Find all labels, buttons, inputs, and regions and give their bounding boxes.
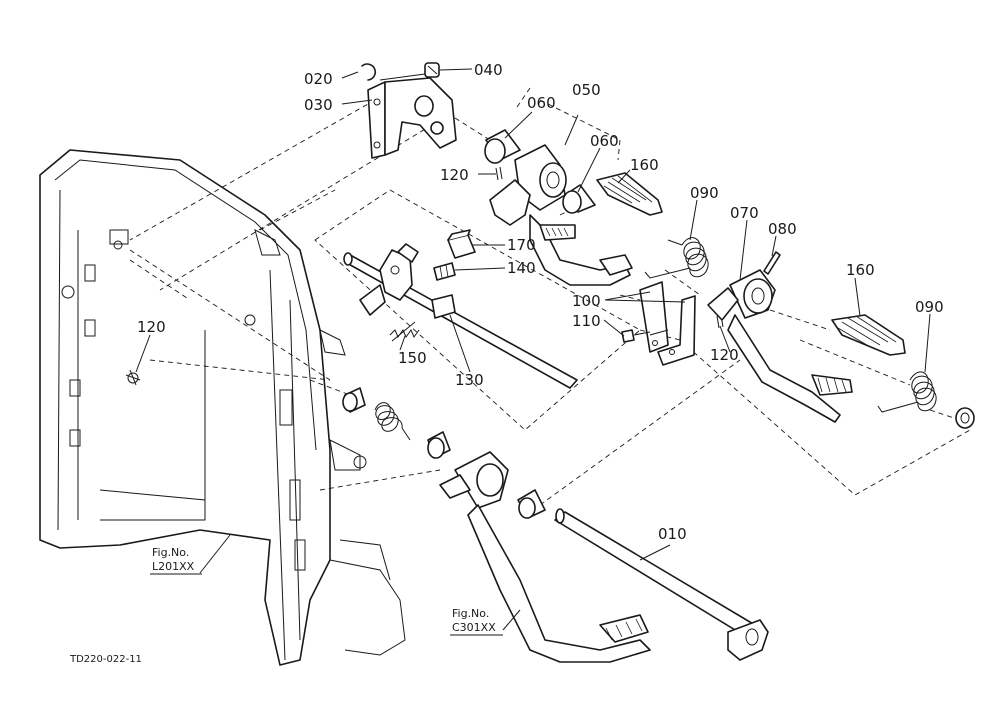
callout-130: 130: [455, 371, 484, 389]
part-060-bushing-b: [562, 184, 596, 214]
callout-120-b: 120: [710, 346, 739, 364]
callout-090-b: 090: [915, 298, 944, 316]
leader-lines: [135, 68, 931, 631]
callout-170: 170: [507, 236, 536, 254]
part-150-spring: [389, 321, 420, 342]
part-130-cross-shaft: [343, 243, 578, 389]
part-140-bolt: [433, 262, 456, 281]
figure-ref-left: Fig.No. L201XX: [150, 546, 202, 575]
part-110-bolt: [621, 329, 651, 343]
part-030-bracket: [367, 77, 457, 159]
callout-080: 080: [768, 220, 797, 238]
bushing-right: [955, 407, 975, 429]
drawing-code: TD220-022-11: [69, 654, 142, 665]
callout-160-b: 160: [846, 261, 875, 279]
part-160-pedal-pad-a: [596, 172, 663, 216]
part-090-spring-a: [644, 237, 709, 279]
part-010-shaft: [554, 508, 769, 661]
lower-shaft-components: [342, 387, 546, 519]
part-120-pin-a: [495, 166, 503, 181]
part-170-stopper: [447, 229, 476, 259]
lower-pedal: [439, 451, 651, 663]
callout-060-a: 060: [527, 94, 556, 112]
callout-140: 140: [507, 259, 536, 277]
callout-030: 030: [304, 96, 333, 114]
frame-panel: [39, 149, 406, 666]
callout-120-a: 120: [440, 166, 469, 184]
figure-ref-bottom-code: C301XX: [452, 621, 496, 634]
figure-ref-bottom: Fig.No. C301XX: [450, 607, 503, 636]
callout-040: 040: [474, 61, 503, 79]
part-100-bracket: [639, 281, 696, 366]
part-060-bushing-a: [484, 129, 521, 164]
callout-120-c: 120: [137, 318, 166, 336]
figure-ref-left-code: L201XX: [152, 560, 195, 573]
callout-160-a: 160: [630, 156, 659, 174]
figure-ref-bottom-label: Fig.No.: [452, 607, 489, 620]
callout-020: 020: [304, 70, 333, 88]
callout-110: 110: [572, 312, 601, 330]
part-090-spring-b: [877, 371, 937, 413]
part-040-grease-nipple: [379, 62, 440, 81]
callout-090-a: 090: [690, 184, 719, 202]
callout-labels: 020 030 040 050 060 060 120 160 090 070 …: [137, 61, 944, 543]
part-020-snap-ring: [361, 63, 377, 81]
callout-010: 010: [658, 525, 687, 543]
callout-060-b: 060: [590, 132, 619, 150]
figure-ref-left-label: Fig.No.: [152, 546, 189, 559]
part-120-pin-c: [125, 369, 141, 386]
callout-100: 100: [572, 292, 601, 310]
part-160-pedal-pad-b: [831, 314, 906, 356]
part-050-pedal-arm: [489, 144, 633, 286]
callout-150: 150: [398, 349, 427, 367]
callout-070: 070: [730, 204, 759, 222]
part-070-pedal-arm: [707, 269, 853, 423]
part-080-pin: [763, 251, 781, 275]
callout-050: 050: [572, 81, 601, 99]
